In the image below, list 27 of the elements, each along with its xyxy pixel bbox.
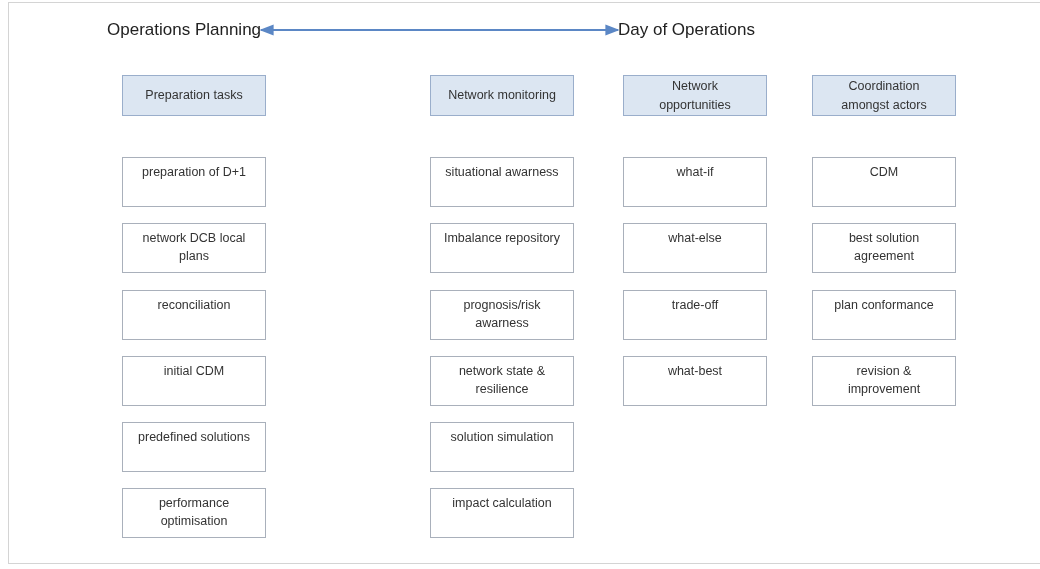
task-box: initial CDM (122, 356, 266, 406)
task-box: prognosis/risk awarness (430, 290, 574, 340)
section-heading: Operations Planning (107, 20, 262, 40)
task-box: plan conformance (812, 290, 956, 340)
section-heading: Day of Operations (618, 20, 755, 40)
task-box: best solution agreement (812, 223, 956, 273)
column-header-box: Preparation tasks (122, 75, 266, 116)
task-box: situational awarness (430, 157, 574, 207)
task-box: what-best (623, 356, 767, 406)
column-header-box: Network opportunities (623, 75, 767, 116)
task-box: reconciliation (122, 290, 266, 340)
task-box: trade-off (623, 290, 767, 340)
task-box: what-if (623, 157, 767, 207)
double-arrow (259, 24, 620, 36)
column-header-box: Coordination amongst actors (812, 75, 956, 116)
task-box: what-else (623, 223, 767, 273)
task-box: solution simulation (430, 422, 574, 472)
task-box: revision & improvement (812, 356, 956, 406)
task-box: performance optimisation (122, 488, 266, 538)
task-box: CDM (812, 157, 956, 207)
task-box: preparation of D+1 (122, 157, 266, 207)
task-box: predefined solutions (122, 422, 266, 472)
task-box: network state & resilience (430, 356, 574, 406)
task-box: Imbalance repository (430, 223, 574, 273)
task-box: impact calculation (430, 488, 574, 538)
task-box: network DCB local plans (122, 223, 266, 273)
column-header-box: Network monitoring (430, 75, 574, 116)
